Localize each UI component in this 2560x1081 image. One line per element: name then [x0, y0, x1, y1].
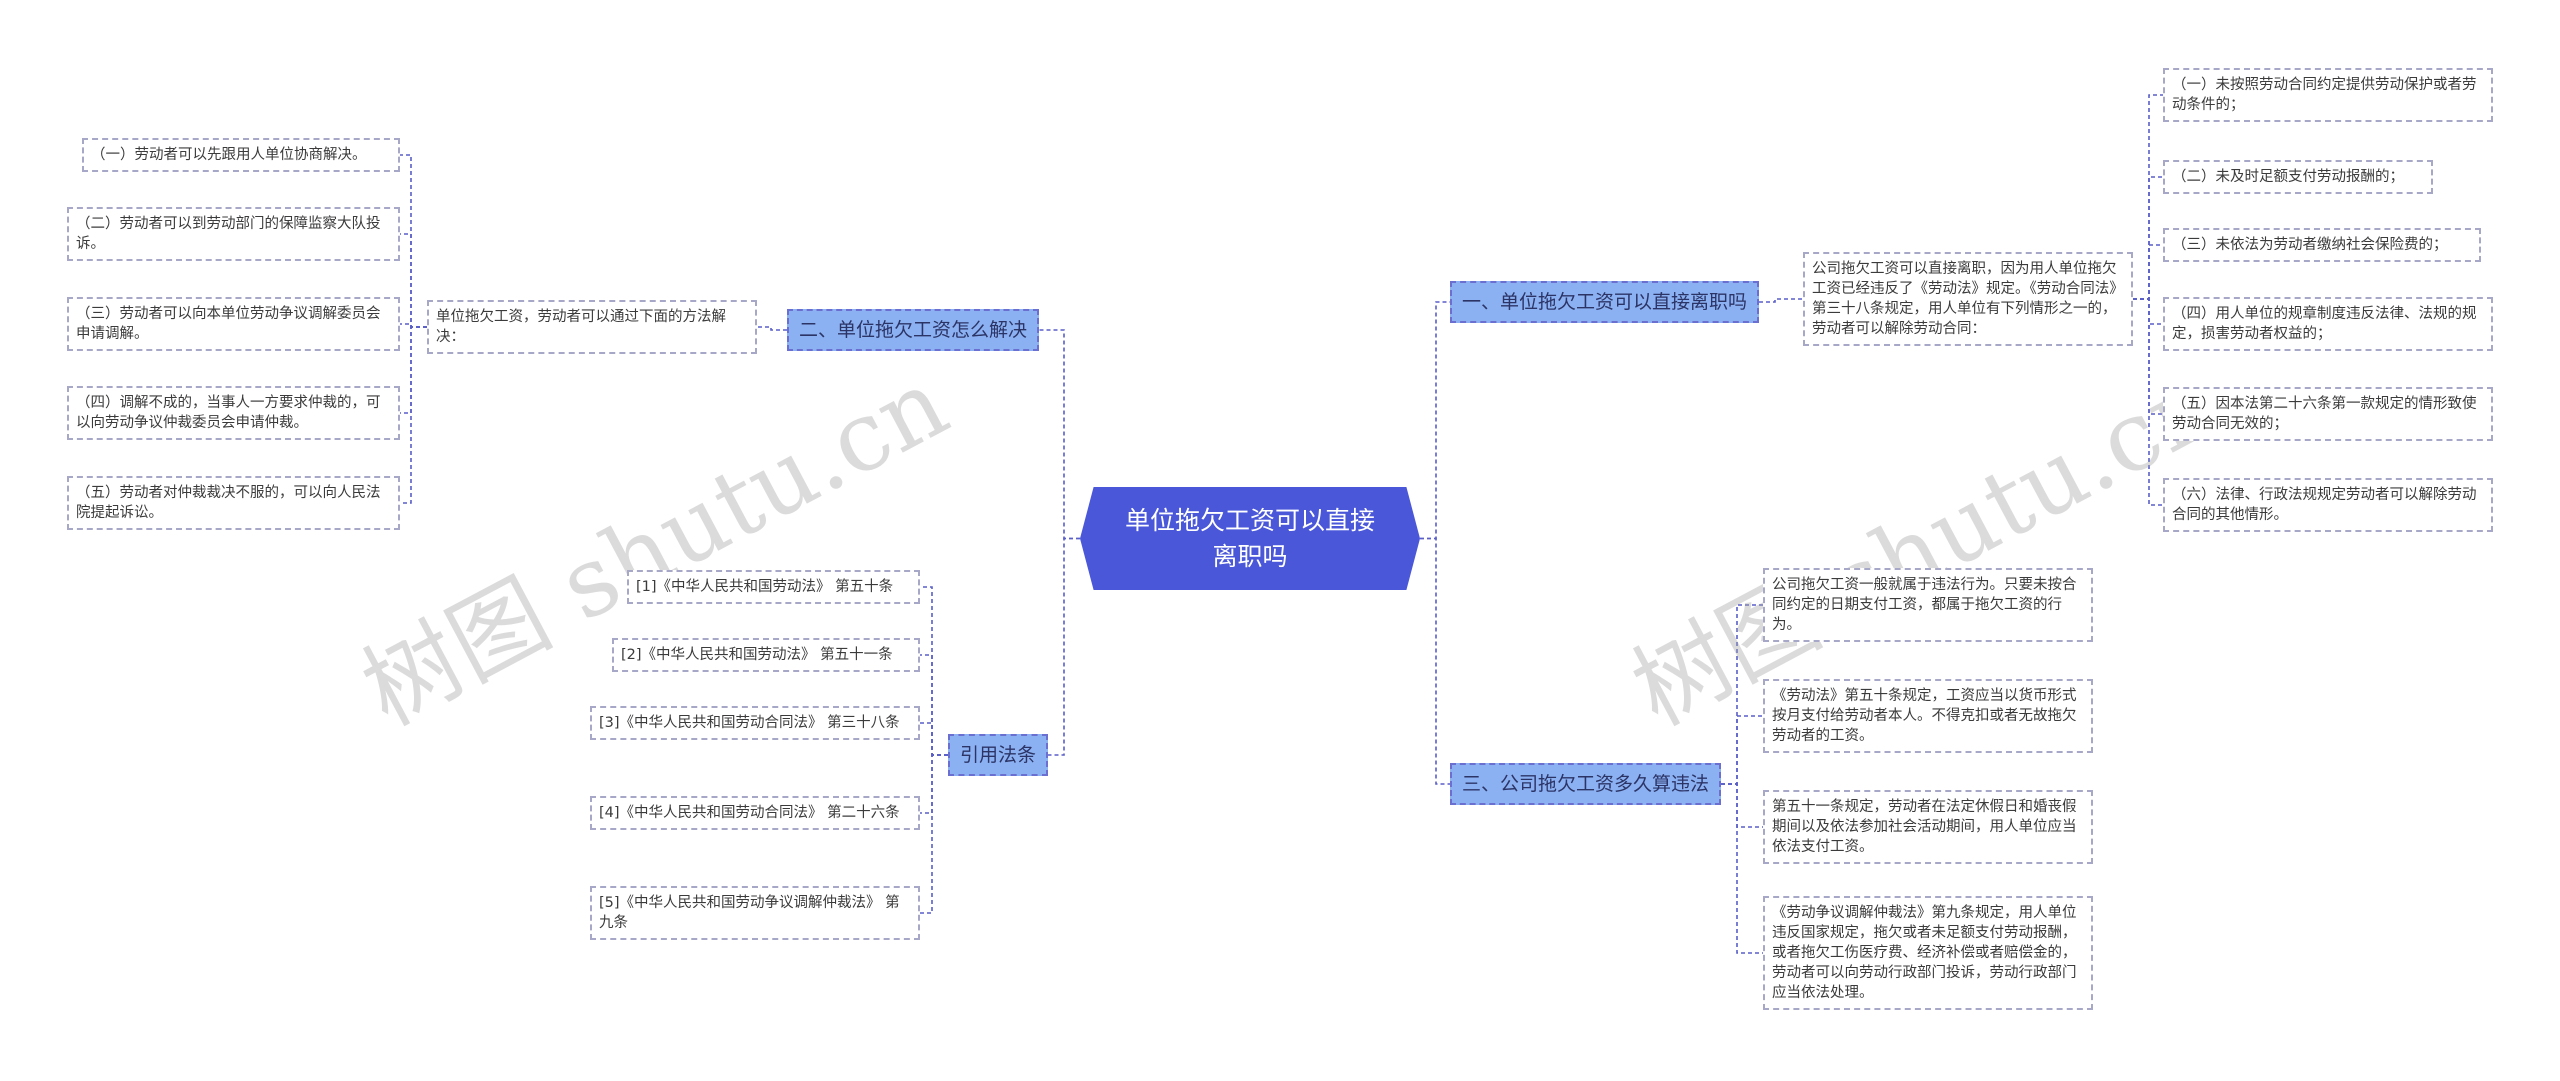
b3-link-3	[1721, 783, 1763, 828]
b2-item-3[interactable]: （三）劳动者可以向本单位劳动争议调解委员会申请调解。	[67, 297, 400, 351]
b2-summary-link-5	[400, 326, 427, 504]
b4-link-2	[920, 654, 948, 756]
b2-summary-link-1	[400, 154, 427, 328]
branch-can-resign[interactable]: 一、单位拖欠工资可以直接离职吗	[1450, 281, 1760, 323]
b2-summary-link-2	[400, 233, 427, 328]
b3-item-1[interactable]: 公司拖欠工资一般就属于违法行为。只要未按合同约定的日期支付工资，都属于拖欠工资的…	[1763, 568, 2093, 642]
root-right-link-2	[1420, 537, 1450, 785]
b1-item-1[interactable]: （一）未按照劳动合同约定提供劳动保护或者劳动条件的；	[2163, 68, 2493, 122]
b4-link-1	[920, 586, 948, 756]
b1-item-6[interactable]: （六）法律、行政法规规定劳动者可以解除劳动合同的其他情形。	[2163, 478, 2493, 532]
b2-item-5[interactable]: （五）劳动者对仲裁裁决不服的，可以向人民法院提起诉讼。	[67, 476, 400, 530]
b4-link-4	[920, 754, 948, 814]
b1-item-4[interactable]: （四）用人单位的规章制度违反法律、法规的规定，损害劳动者权益的；	[2163, 297, 2493, 351]
root-topic[interactable]: 单位拖欠工资可以直接离职吗	[1080, 487, 1420, 590]
b1-summary-link-4	[2133, 298, 2163, 325]
b2-item-2[interactable]: （二）劳动者可以到劳动部门的保障监察大队投诉。	[67, 207, 400, 261]
branch-how-long-illegal[interactable]: 三、公司拖欠工资多久算违法	[1450, 763, 1722, 805]
b3-link-2	[1721, 715, 1763, 785]
b2-link-1	[757, 326, 787, 331]
root-left-link-1	[1039, 329, 1080, 540]
cited-law-4[interactable]: [4]《中华人民共和国劳动合同法》 第二十六条	[590, 796, 920, 830]
root-left-link-2	[1048, 537, 1080, 756]
b2-summary-link-3	[400, 323, 427, 328]
b1-item-2[interactable]: （二）未及时足额支付劳动报酬的；	[2163, 160, 2433, 194]
b1-summary-link-1	[2133, 94, 2163, 300]
b3-item-4[interactable]: 《劳动争议调解仲裁法》第九条规定，用人单位违反国家规定，拖欠或者未足额支付劳动报…	[1763, 896, 2093, 1010]
cited-law-1[interactable]: [1]《中华人民共和国劳动法》 第五十条	[627, 570, 920, 604]
branch-how-to-solve[interactable]: 二、单位拖欠工资怎么解决	[787, 309, 1040, 351]
b2-item-1[interactable]: （一）劳动者可以先跟用人单位协商解决。	[82, 138, 400, 172]
b1-item-3[interactable]: （三）未依法为劳动者缴纳社会保险费的；	[2163, 228, 2481, 262]
b1-link-1	[1759, 298, 1803, 303]
b1-summary[interactable]: 公司拖欠工资可以直接离职，因为用人单位拖欠工资已经违反了《劳动法》规定。《劳动合…	[1803, 252, 2133, 346]
cited-law-3[interactable]: [3]《中华人民共和国劳动合同法》 第三十八条	[590, 706, 920, 740]
b2-item-4[interactable]: （四）调解不成的，当事人一方要求仲裁的，可以向劳动争议仲裁委员会申请仲裁。	[67, 386, 400, 440]
b1-summary-link-6	[2133, 298, 2163, 506]
b3-link-4	[1721, 783, 1763, 954]
b4-link-5	[920, 754, 948, 914]
cited-law-2[interactable]: [2]《中华人民共和国劳动法》 第五十一条	[612, 638, 920, 672]
b3-link-1	[1721, 604, 1763, 785]
root-right-link-1	[1420, 301, 1450, 540]
b3-item-2[interactable]: 《劳动法》第五十条规定，工资应当以货币形式按月支付给劳动者本人。不得克扣或者无故…	[1763, 679, 2093, 753]
b3-item-3[interactable]: 第五十一条规定，劳动者在法定休假日和婚丧假期间以及依法参加社会活动期间，用人单位…	[1763, 790, 2093, 864]
cited-law-5[interactable]: [5]《中华人民共和国劳动争议调解仲裁法》 第九条	[590, 886, 920, 940]
b2-summary-link-4	[400, 326, 427, 414]
b1-summary-link-2	[2133, 176, 2163, 300]
b1-item-5[interactable]: （五）因本法第二十六条第一款规定的情形致使劳动合同无效的；	[2163, 387, 2493, 441]
b1-summary-link-5	[2133, 298, 2163, 415]
branch-cited-laws[interactable]: 引用法条	[948, 734, 1049, 776]
b4-link-3	[920, 722, 948, 756]
b2-summary[interactable]: 单位拖欠工资，劳动者可以通过下面的方法解决：	[427, 300, 757, 354]
b1-summary-link-3	[2133, 244, 2163, 300]
